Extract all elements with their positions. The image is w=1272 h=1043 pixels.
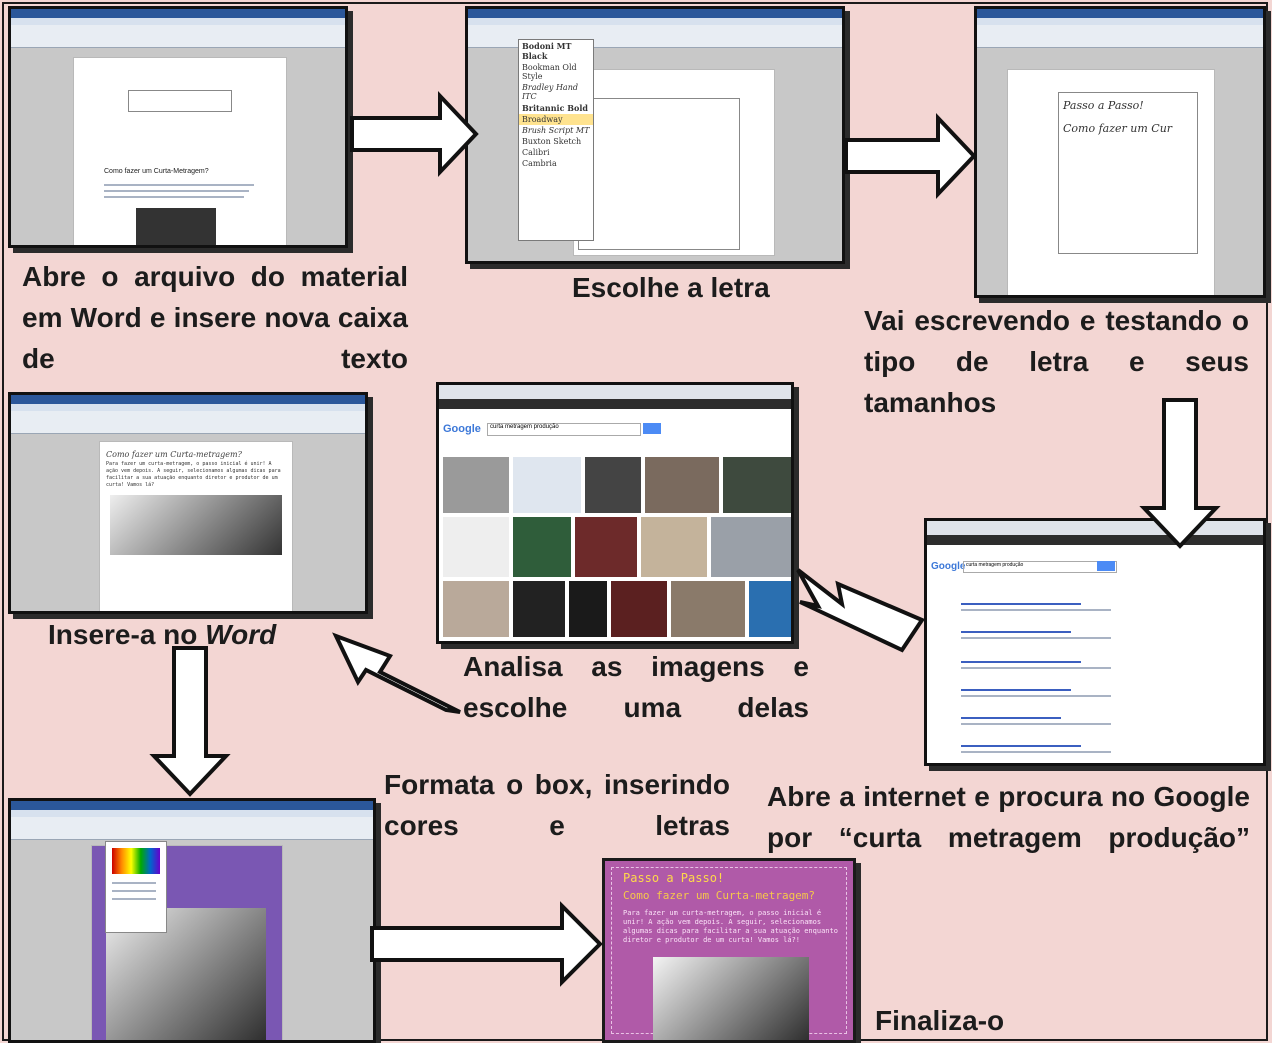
word-page bbox=[573, 69, 775, 256]
arrow-right-icon bbox=[370, 901, 603, 987]
arrow-left-icon bbox=[796, 568, 925, 653]
font-item[interactable]: Cambria bbox=[522, 159, 557, 168]
word-ribbon bbox=[977, 9, 1263, 48]
caption-step6: Insere-a no Word bbox=[48, 614, 368, 655]
font-item[interactable]: Broadway bbox=[519, 114, 593, 125]
screenshot-format-box bbox=[8, 798, 376, 1043]
word-page: Como fazer um Curta-Metragem? bbox=[73, 57, 287, 245]
heading: Como fazer um Curta-Metragem? bbox=[104, 168, 209, 175]
caption-step4: Abre a internet e procura no Google por … bbox=[767, 781, 1250, 853]
font-item[interactable]: Buxton Sketch bbox=[522, 137, 582, 146]
image-thumb[interactable] bbox=[641, 517, 707, 577]
font-item[interactable]: Brush Script MT bbox=[522, 126, 590, 135]
font-item[interactable]: Bookman Old Style bbox=[522, 63, 577, 81]
caption-step5: Analisa as imagens e escolhe uma delas bbox=[463, 651, 809, 723]
search-button[interactable] bbox=[643, 423, 661, 434]
arrow-down-icon bbox=[149, 646, 231, 797]
screenshot-final: Passo a Passo! Como fazer um Curta-metra… bbox=[602, 858, 856, 1043]
color-picker[interactable] bbox=[105, 841, 167, 933]
image-thumb[interactable] bbox=[749, 581, 791, 637]
caption-step1: Abre o arquivo do material em Word e ins… bbox=[22, 261, 408, 374]
image-thumb[interactable] bbox=[611, 581, 667, 637]
screenshot-word-open: Como fazer um Curta-Metragem? bbox=[8, 6, 348, 248]
image-thumb[interactable] bbox=[443, 457, 509, 513]
caption-step2: Escolhe a letra bbox=[572, 272, 770, 303]
caption-step6-word: Word bbox=[205, 619, 277, 650]
arrow-left-icon bbox=[332, 632, 461, 714]
search-button[interactable] bbox=[1097, 561, 1115, 571]
image-thumb[interactable] bbox=[513, 457, 581, 513]
arrow-right-icon bbox=[844, 112, 977, 200]
word-page bbox=[91, 845, 283, 1040]
screenshot-font-list: Bodoni MT Black Bookman Old Style Bradle… bbox=[465, 6, 845, 264]
word-ribbon bbox=[11, 801, 373, 840]
image-thumb[interactable] bbox=[513, 517, 571, 577]
text-box bbox=[128, 90, 232, 112]
google-logo: Google bbox=[931, 561, 966, 572]
image-thumb[interactable] bbox=[443, 581, 509, 637]
font-item[interactable]: Calibri bbox=[522, 148, 550, 157]
word-ribbon bbox=[11, 395, 365, 434]
caption-step7: Formata o box, inserindo cores e letras bbox=[384, 769, 730, 841]
image-thumb[interactable] bbox=[443, 517, 509, 577]
image-thumb[interactable] bbox=[575, 517, 637, 577]
final-body: Para fazer um curta-metragem, o passo in… bbox=[623, 909, 838, 944]
image-thumb[interactable] bbox=[585, 457, 641, 513]
final-subtitle: Como fazer um Curta-metragem? bbox=[623, 889, 816, 902]
word-ribbon bbox=[11, 9, 345, 48]
image-thumb[interactable] bbox=[513, 581, 565, 637]
google-logo: Google bbox=[443, 423, 481, 435]
arrow-down-icon bbox=[1139, 398, 1221, 549]
search-input[interactable]: curta metragem produção bbox=[963, 561, 1117, 573]
font-dropdown[interactable]: Bodoni MT Black Bookman Old Style Bradle… bbox=[518, 39, 594, 241]
word-page: Como fazer um Curta-metragem? Para fazer… bbox=[99, 441, 293, 611]
image-thumb[interactable] bbox=[645, 457, 719, 513]
image-thumb[interactable] bbox=[711, 517, 791, 577]
arrow-right-icon bbox=[350, 90, 479, 178]
search-input[interactable]: curta metragem produção bbox=[487, 423, 641, 436]
box-title: Como fazer um Curta-metragem? bbox=[106, 450, 242, 459]
screenshot-google-images: Google curta metragem produção bbox=[436, 382, 794, 644]
curta-image bbox=[110, 495, 282, 555]
caption-step8: Finaliza-o bbox=[875, 1005, 1005, 1036]
font-item[interactable]: Bradley Hand ITC bbox=[522, 83, 578, 101]
font-item[interactable]: Bodoni MT Black bbox=[522, 41, 572, 61]
image-thumb[interactable] bbox=[671, 581, 745, 637]
image-thumb[interactable] bbox=[569, 581, 607, 637]
screenshot-font-test: Passo a Passo! Como fazer um Cur bbox=[974, 6, 1266, 298]
font-preview-2: Como fazer um Cur bbox=[1063, 122, 1173, 135]
image-thumb[interactable] bbox=[723, 457, 791, 513]
word-page: Passo a Passo! Como fazer um Cur bbox=[1007, 69, 1215, 295]
font-item[interactable]: Britannic Bold bbox=[522, 103, 588, 113]
screenshot-word-image: Como fazer um Curta-metragem? Para fazer… bbox=[8, 392, 368, 614]
final-title: Passo a Passo! bbox=[623, 871, 725, 885]
caption-step6-prefix: Insere-a no bbox=[48, 619, 206, 650]
box-body: Para fazer um curta-metragem, o passo in… bbox=[106, 461, 281, 488]
caption-step3: Vai escrevendo e testando o tipo de letr… bbox=[864, 305, 1249, 418]
font-preview-1: Passo a Passo! bbox=[1063, 99, 1144, 112]
clapper-image bbox=[136, 208, 216, 245]
curta-image bbox=[653, 957, 809, 1040]
